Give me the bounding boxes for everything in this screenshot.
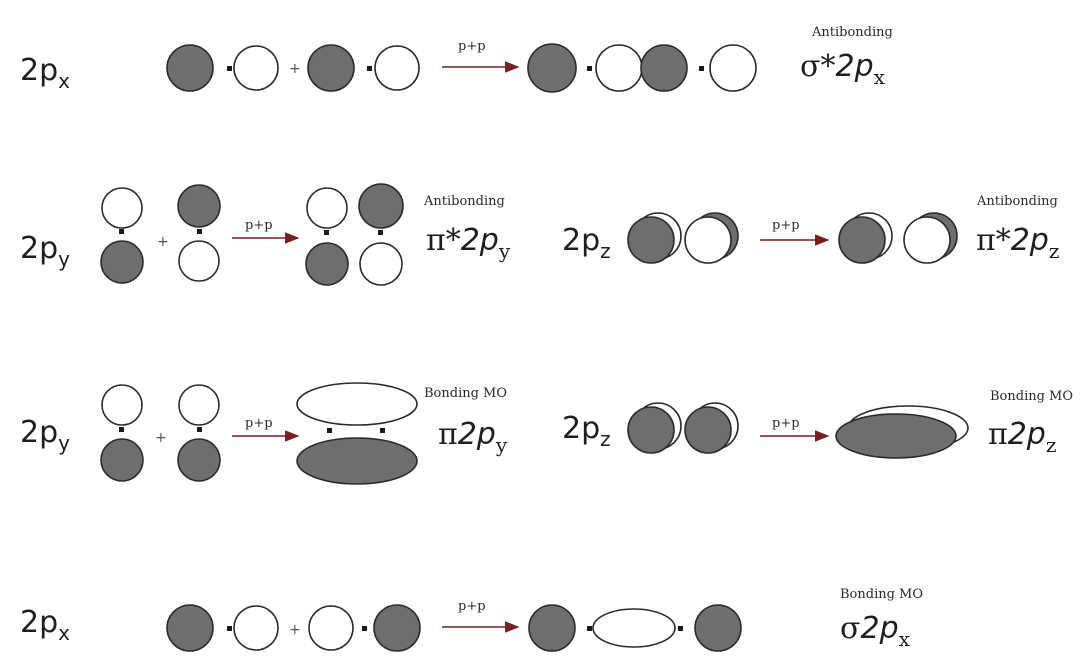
lobe-empty (178, 384, 220, 426)
lobe-empty-bonding (592, 608, 676, 648)
row-pi-2pz: 2pz p+p Bonding MO π2pz (562, 389, 1073, 459)
row-sigma-star-2px: 2px + p+p Antibonding σ*2px (20, 25, 893, 93)
plus-sign: + (155, 430, 167, 446)
lobe-filled (684, 406, 732, 454)
nucleus-dot (119, 427, 124, 432)
nucleus-dot (227, 66, 232, 71)
nucleus-dot (362, 626, 367, 631)
lobe-filled (296, 437, 418, 485)
orbital-label-2px-row1: 2px (20, 53, 70, 93)
mo-name-pi-star-2py: π*2py (426, 223, 511, 263)
nucleus-dot (587, 66, 592, 71)
lobe-empty (709, 44, 757, 92)
row-sigma-2px: 2px + p+p Bonding MO σ2px (20, 587, 923, 652)
nucleus-dot (327, 428, 332, 433)
orbital-label-2pz-row3: 2pz (562, 411, 611, 451)
row-pi-star-2py: 2py + p+p Antibonding π*2py (20, 183, 511, 286)
plus-sign: + (289, 61, 301, 77)
reaction-label: p+p (772, 218, 800, 233)
lobe-empty (595, 44, 643, 92)
lobe-filled (694, 604, 742, 652)
mo-type-label: Antibonding (811, 25, 893, 40)
mo-type-label: Antibonding (976, 194, 1058, 209)
row-pi-star-2pz: 2pz p+p Antibonding π*2pz (562, 194, 1059, 264)
lobe-empty (308, 605, 354, 651)
lobe-empty (306, 187, 348, 229)
lobe-empty (178, 240, 220, 282)
orbital-label-2px-row4: 2px (20, 605, 70, 645)
orbital-label-2py-row2: 2py (20, 231, 70, 271)
lobe-filled (177, 184, 221, 228)
nucleus-dot (227, 626, 232, 631)
mo-name-sigma-star-2px: σ*2px (800, 49, 886, 89)
lobe-filled (166, 604, 214, 652)
orbital-label-2pz-row2: 2pz (562, 223, 611, 263)
mo-name-pi-star-2pz: π*2pz (976, 223, 1059, 263)
mo-type-label: Bonding MO (990, 389, 1073, 404)
lobe-filled (100, 240, 144, 284)
plus-sign: + (289, 622, 301, 638)
reaction-label: p+p (772, 416, 800, 431)
lobe-filled (358, 183, 404, 229)
nucleus-dot (197, 229, 202, 234)
mo-type-label: Antibonding (423, 194, 505, 209)
lobe-filled (838, 216, 886, 264)
lobe-empty (359, 242, 403, 286)
nucleus-dot (380, 428, 385, 433)
lobe-filled (305, 242, 349, 286)
mo-name-sigma-2px: σ2px (840, 611, 911, 651)
mo-type-label: Bonding MO (424, 386, 507, 401)
mo-type-label: Bonding MO (840, 587, 923, 602)
nucleus-dot (678, 626, 683, 631)
lobe-filled (640, 44, 688, 92)
nucleus-dot (587, 626, 592, 631)
nucleus-dot (378, 230, 383, 235)
reaction-label: p+p (245, 218, 273, 233)
lobe-empty (233, 605, 279, 651)
lobe-empty (684, 216, 732, 264)
reaction-label: p+p (458, 39, 486, 54)
lobe-filled (177, 438, 221, 482)
lobe-filled (373, 604, 421, 652)
orbital-label-2py-row3: 2py (20, 415, 70, 455)
nucleus-dot (119, 229, 124, 234)
lobe-filled (627, 406, 675, 454)
lobe-filled (627, 216, 675, 264)
lobe-filled (100, 438, 144, 482)
lobe-filled (835, 413, 957, 459)
nucleus-dot (324, 230, 329, 235)
reaction-label: p+p (458, 599, 486, 614)
mo-name-pi-2py: π2py (438, 417, 508, 457)
lobe-filled (527, 43, 577, 93)
nucleus-dot (699, 66, 704, 71)
nucleus-dot (367, 66, 372, 71)
lobe-empty (101, 187, 143, 229)
nucleus-dot (197, 427, 202, 432)
lobe-empty (296, 382, 418, 426)
lobe-filled (528, 604, 576, 652)
mo-name-pi-2pz: π2pz (988, 417, 1056, 457)
lobe-filled (166, 44, 214, 92)
lobe-empty (903, 216, 951, 264)
row-pi-2py: 2py + p+p Bonding MO π2py (20, 382, 508, 485)
reaction-label: p+p (245, 416, 273, 431)
lobe-empty (101, 384, 143, 426)
lobe-empty (374, 45, 420, 91)
plus-sign: + (157, 234, 169, 250)
lobe-filled (307, 44, 355, 92)
lobe-empty (233, 45, 279, 91)
